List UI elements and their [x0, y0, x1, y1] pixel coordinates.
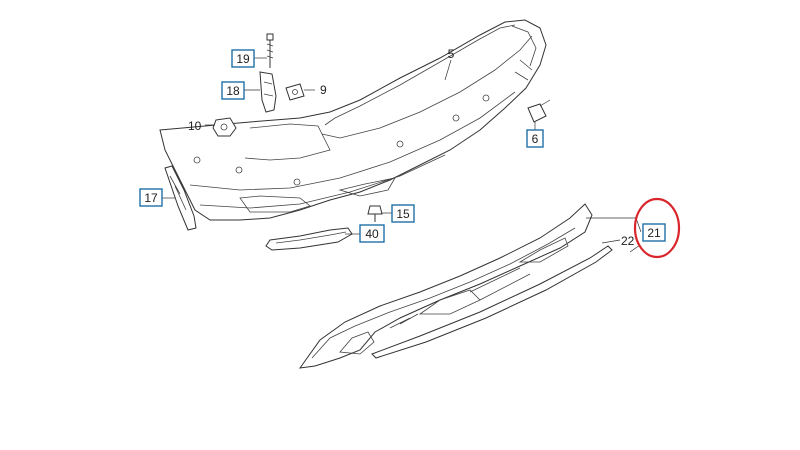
highlight-circle [633, 197, 681, 259]
callout-9-label: 9 [320, 83, 327, 97]
part-9-clip[interactable] [285, 83, 305, 101]
callout-22-label: 22 [621, 234, 635, 248]
rear-bumper-cover[interactable] [159, 19, 547, 221]
callout-15[interactable]: 15 [391, 204, 415, 223]
part-18-bracket[interactable] [259, 71, 277, 113]
part-17-side-bracket[interactable] [164, 165, 197, 231]
callout-10-label: 10 [188, 119, 202, 133]
callout-21-label: 21 [647, 226, 661, 240]
part-22-strip[interactable] [371, 245, 613, 359]
part-19-stud[interactable] [266, 33, 274, 68]
callout-6[interactable]: 6 [526, 129, 544, 148]
callout-17[interactable]: 17 [139, 188, 163, 207]
callout-15-label: 15 [396, 207, 410, 221]
callout-19[interactable]: 19 [231, 49, 255, 68]
part-10-grommet[interactable] [212, 117, 237, 137]
part-15-screw[interactable] [367, 205, 383, 222]
callout-19-label: 19 [236, 52, 250, 66]
callout-18-label: 18 [226, 84, 240, 98]
part-21-diffuser[interactable] [298, 203, 593, 369]
callout-17-label: 17 [144, 191, 158, 205]
callout-6-label: 6 [532, 132, 539, 146]
part-40-trim-strip[interactable] [265, 227, 353, 251]
leader-lines [162, 57, 642, 253]
callout-18[interactable]: 18 [221, 81, 245, 100]
callout-21[interactable]: 21 [642, 223, 666, 242]
callout-40[interactable]: 40 [359, 224, 385, 243]
callout-40-label: 40 [365, 227, 379, 241]
part-6-cap[interactable] [527, 99, 551, 123]
callout-5-label: 5 [448, 47, 455, 61]
